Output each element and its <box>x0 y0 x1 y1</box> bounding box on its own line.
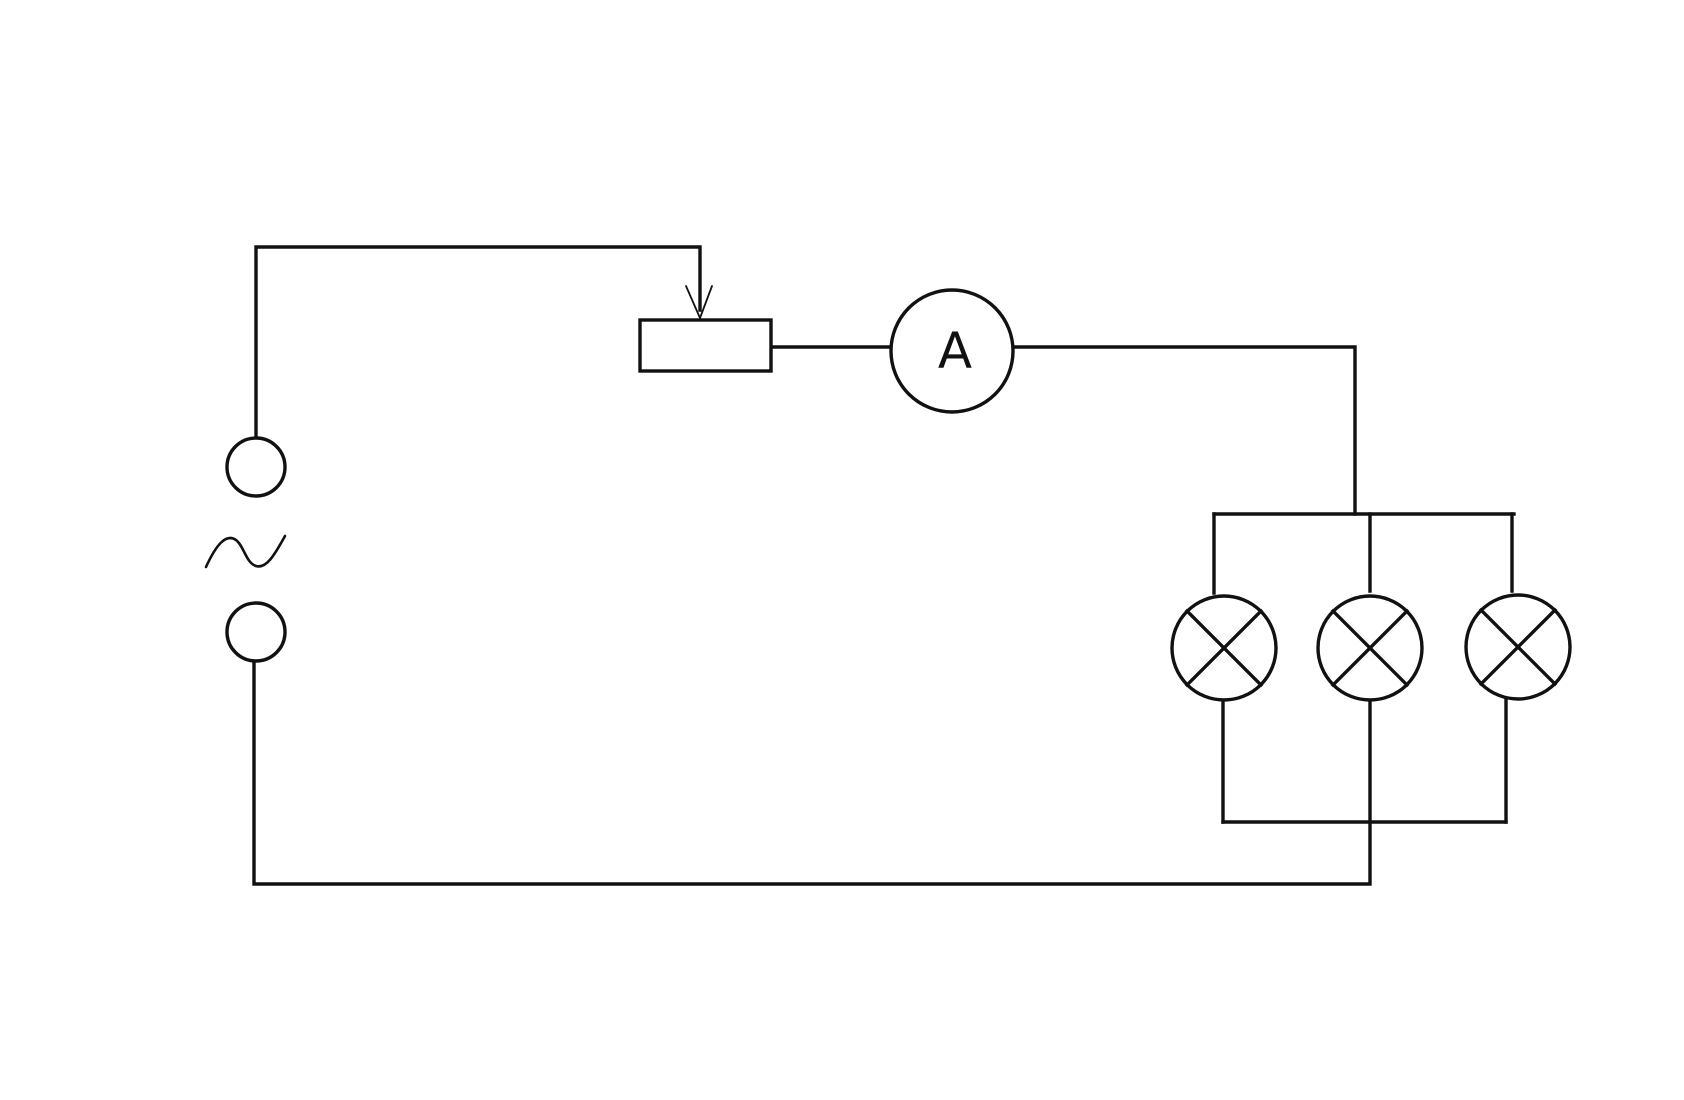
rheostat <box>638 285 773 373</box>
ammeter-body <box>889 288 1015 414</box>
lamp-1-cross-b <box>1184 608 1264 688</box>
rheostat-slider-arrow-icon <box>685 285 713 319</box>
wire-source-top-to-rheostat <box>254 245 702 438</box>
ammeter: A <box>889 288 1015 414</box>
source-terminal-top <box>225 436 287 498</box>
lamp-2-cross-b <box>1330 608 1410 688</box>
ammeter-label: A <box>938 322 972 380</box>
ac-source <box>204 436 287 663</box>
wire-ammeter-to-junction <box>1011 345 1357 516</box>
source-terminal-bottom <box>225 601 287 663</box>
rheostat-body <box>638 318 773 373</box>
lamp-3-cross-b <box>1478 607 1558 687</box>
ac-sine-icon <box>204 534 287 569</box>
wire-return-to-source <box>252 658 1372 886</box>
lamp-3 <box>1464 593 1572 701</box>
lamp-2 <box>1316 594 1424 702</box>
lamp-1 <box>1170 594 1278 702</box>
